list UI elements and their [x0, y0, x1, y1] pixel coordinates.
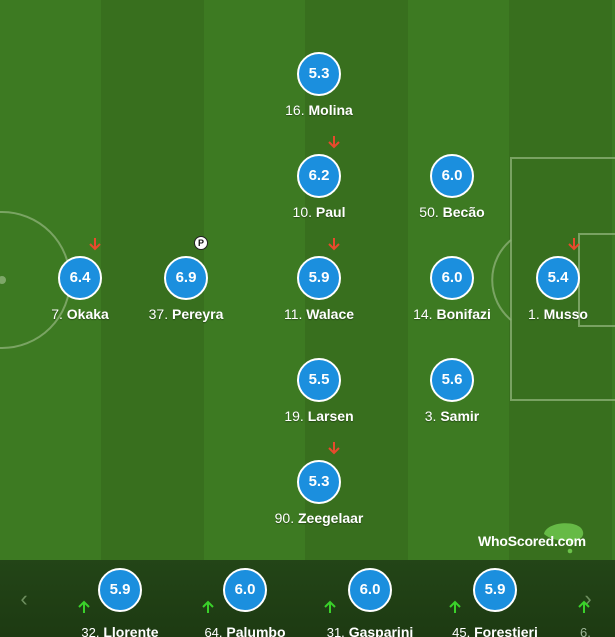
substitute-rating: 5.9 [473, 568, 517, 612]
player-card[interactable]: 6.2 10. Paul [264, 154, 374, 220]
player-card[interactable]: 6.0 50. Becão [397, 154, 507, 220]
sub-on-arrow-icon [449, 600, 461, 614]
player-name: 16. Molina [285, 102, 353, 118]
sub-on-arrow-icon [78, 600, 90, 614]
player-rating: 6.4 [58, 256, 102, 300]
sub-off-arrow-icon [328, 135, 340, 149]
substitute-card[interactable]: 5.9 32. Llorente [60, 568, 180, 637]
player-card[interactable]: 6.4 7. Okaka [25, 256, 135, 322]
substitute-card[interactable]: 6.0 31. Gasparini [310, 568, 430, 637]
player-name: 19. Larsen [284, 408, 354, 424]
substitute-card[interactable]: 5.9 45. Forestieri [435, 568, 555, 637]
player-name: 7. Okaka [51, 306, 109, 322]
substitute-rating: 6.0 [348, 568, 392, 612]
substitute-name: 64. Palumbo [204, 624, 286, 637]
player-name: 50. Becão [419, 204, 485, 220]
substitute-rating: 6.0 [223, 568, 267, 612]
player-name: 90. Zeegelaar [274, 510, 364, 526]
substitute-name: 32. Llorente [81, 624, 159, 637]
player-rating: 5.6 [430, 358, 474, 402]
sub-off-arrow-icon [328, 237, 340, 251]
logo-text: WhoScored.com [478, 533, 586, 549]
player-card[interactable]: 5.6 3. Samir [397, 358, 507, 424]
player-card[interactable]: 5.3 16. Molina [264, 52, 374, 118]
chevron-right-icon[interactable]: › [584, 586, 592, 611]
chevron-left-icon[interactable]: ‹ [20, 586, 28, 611]
player-rating: 5.4 [536, 256, 580, 300]
sub-off-arrow-icon [568, 237, 580, 251]
sub-on-arrow-icon [202, 600, 214, 614]
substitutes-bar: ‹ › 5.9 32. Llorente 6.0 64. Palumbo 6.0… [0, 560, 615, 637]
substitute-card[interactable]: 6.0 64. Palumbo [185, 568, 305, 637]
player-card[interactable]: 5.4 1. Musso [503, 256, 613, 322]
player-card[interactable]: 5.9 11. Walace [264, 256, 374, 322]
player-rating: 5.3 [297, 460, 341, 504]
player-rating: 5.9 [297, 256, 341, 300]
player-name: 1. Musso [528, 306, 588, 322]
sub-off-arrow-icon [89, 237, 101, 251]
player-card[interactable]: 5.3 90. Zeegelaar [264, 460, 374, 526]
player-rating: 5.3 [297, 52, 341, 96]
penalty-icon: P [194, 236, 208, 250]
pitch: 5.3 16. Molina 6.2 10. Paul 6.0 50. Becã… [0, 0, 615, 560]
player-name: 11. Walace [283, 306, 355, 322]
player-name: 14. Bonifazi [413, 306, 491, 322]
player-rating: 6.2 [297, 154, 341, 198]
player-card[interactable]: 6.0 14. Bonifazi [397, 256, 507, 322]
substitute-name: 45. Forestieri [452, 624, 538, 637]
player-name: 3. Samir [424, 408, 480, 424]
substitute-name: 6. [580, 625, 591, 637]
substitute-rating: 5.9 [98, 568, 142, 612]
player-rating: 6.0 [430, 256, 474, 300]
player-name: 10. Paul [292, 204, 346, 220]
player-rating: 6.0 [430, 154, 474, 198]
sub-on-arrow-icon [578, 600, 590, 614]
player-card[interactable]: 5.5 19. Larsen [264, 358, 374, 424]
substitute-name: 31. Gasparini [326, 624, 414, 637]
player-name: 37. Pereyra [148, 306, 224, 322]
sub-on-arrow-icon [324, 600, 336, 614]
player-rating: 6.9 [164, 256, 208, 300]
whoscored-logo: WhoScored.com [478, 516, 608, 554]
player-rating: 5.5 [297, 358, 341, 402]
sub-off-arrow-icon [328, 441, 340, 455]
player-card[interactable]: 6.9 37. Pereyra [131, 256, 241, 322]
